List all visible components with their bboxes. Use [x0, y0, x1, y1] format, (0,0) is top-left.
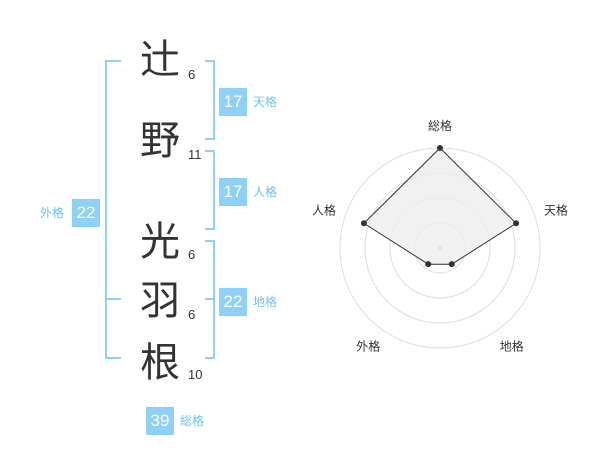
tenkaku-label: 天格	[253, 95, 278, 109]
radar-series	[360, 145, 520, 268]
tenkaku-badge: 17	[219, 88, 247, 116]
name-character-4: 羽	[140, 278, 180, 324]
radar-axis-label-2: 天格	[544, 202, 568, 217]
name-character-2: 野	[140, 118, 180, 164]
radar-axis-label-5: 人格	[312, 202, 336, 217]
stroke-count-5: 10	[188, 367, 203, 382]
radar-axis-label-1: 総格	[428, 118, 452, 133]
gaikaku-label: 外格	[40, 206, 65, 220]
radar-point-4	[425, 261, 432, 268]
chikaku-label: 地格	[253, 295, 278, 309]
soukaku-badge: 39	[146, 407, 174, 435]
name-character-5: 根	[140, 340, 180, 386]
stroke-count-1: 6	[188, 67, 196, 82]
stroke-count-2: 11	[188, 147, 202, 162]
radar-axis-label-4: 外格	[356, 339, 380, 354]
stroke-count-4: 6	[188, 307, 196, 322]
chikaku-badge: 22	[219, 288, 247, 316]
radar-polygon	[363, 147, 517, 265]
radar-axis-label-3: 地格	[500, 339, 524, 354]
stroke-count-3: 6	[188, 247, 196, 262]
jinkaku-badge: 17	[219, 178, 247, 206]
name-character-3: 光	[140, 219, 180, 265]
radar-point-1	[437, 145, 443, 151]
jinkaku-label: 人格	[253, 185, 278, 199]
soukaku-label: 総格	[180, 414, 205, 428]
radar-point-2	[513, 220, 520, 227]
radar-point-3	[448, 261, 455, 268]
name-character-1: 辻	[140, 37, 180, 83]
radar-point-5	[360, 220, 367, 227]
gaikaku-badge: 22	[72, 199, 100, 227]
